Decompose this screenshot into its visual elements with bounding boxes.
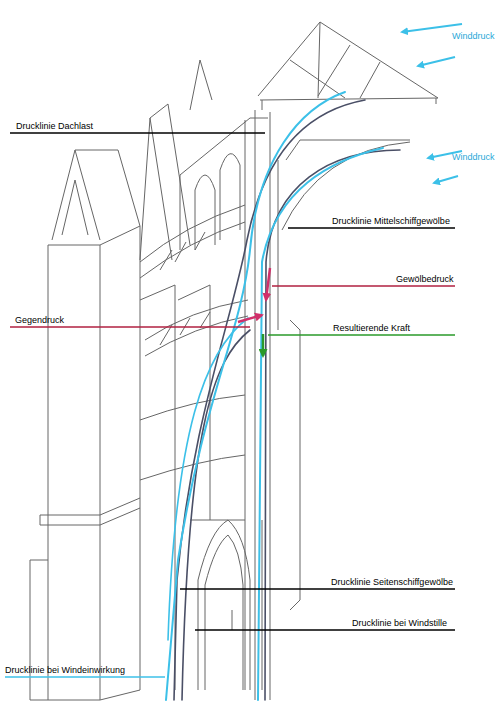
- callout-label: Gegendruck: [15, 315, 64, 326]
- resultant-arrow: [262, 334, 265, 356]
- thrust-lines: [166, 92, 400, 700]
- callout-label: Gewölbedruck: [396, 274, 454, 285]
- callout-label: Winddruck: [452, 152, 495, 163]
- callout-label: Drucklinie bei Windeinwirkung: [5, 665, 125, 676]
- callout-label: Drucklinie Dachlast: [16, 121, 93, 132]
- callout-label: Resultierende Kraft: [333, 323, 410, 334]
- callout-label: Drucklinie Mittelschiffgewölbe: [332, 216, 450, 227]
- counter-thrust-arrow: [238, 315, 262, 322]
- callout-label: Drucklinie bei Windstille: [352, 618, 447, 629]
- leader-lines: [5, 133, 455, 677]
- callout-label: Winddruck: [452, 31, 495, 42]
- vault-thrust-arrow: [266, 268, 270, 300]
- callout-label: Drucklinie Seitenschiffgewölbe: [331, 577, 453, 588]
